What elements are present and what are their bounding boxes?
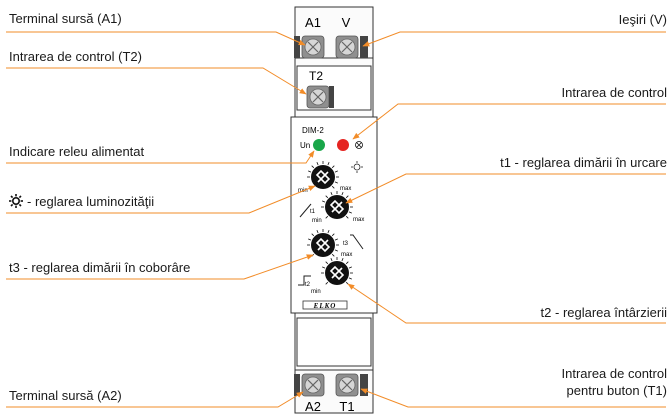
terminal-a1 [294, 35, 325, 59]
leader-outputs [362, 31, 666, 47]
lamp-icon [355, 141, 363, 149]
terminal-v [335, 35, 368, 59]
label-t1: t1 - reglarea dimării în urcare [500, 155, 667, 170]
terminal-a1-label: A1 [305, 15, 321, 30]
label-supply-indicator: Indicare releu alimentat [9, 144, 145, 159]
label-terminal-a1: Terminal sursă (A1) [9, 11, 122, 26]
leader-control [352, 103, 666, 140]
svg-text:ELKO: ELKO [313, 302, 337, 310]
ramp-down-icon [350, 234, 364, 250]
leader-t2 [6, 67, 307, 95]
sun-icon [9, 194, 23, 208]
brand-logo: ELKO [302, 300, 348, 310]
knob4-label: t2 [305, 282, 311, 288]
red-led [337, 139, 349, 151]
un-label: Un [300, 141, 310, 150]
label-brightness: - reglarea luminozităţii [27, 194, 155, 209]
knob1-max: max [340, 186, 351, 192]
label-brightness-row: - reglarea luminozităţii [9, 194, 154, 209]
terminal-t2-label: T2 [309, 69, 323, 83]
label-control-t2: Intrarea de control (T2) [9, 49, 142, 64]
leader-t1 [345, 173, 666, 204]
knob3-max: max [341, 252, 352, 258]
leader-t2-delay [347, 283, 666, 324]
leader-a2 [6, 391, 304, 408]
terminal-a2-label: A2 [305, 399, 321, 414]
terminal-a2 [294, 373, 325, 397]
leader-supply [6, 150, 315, 164]
leader-button [360, 388, 666, 408]
label-terminal-a2: Terminal sursă (A2) [9, 388, 122, 403]
leader-lines [6, 31, 666, 408]
terminal-t2 [306, 85, 334, 109]
leader-brightness [6, 185, 316, 214]
label-t2: t2 - reglarea întârzierii [540, 305, 667, 320]
terminal-v-label: V [342, 15, 351, 30]
green-led [313, 139, 325, 151]
terminal-t1-label: T1 [339, 399, 354, 414]
ramp-up-icon [299, 203, 312, 218]
label-outputs: Ieşiri (V) [618, 12, 667, 27]
label-button-input-2: pentru buton (T1) [566, 383, 667, 398]
label-button-input-1: Intrarea de control [561, 366, 667, 381]
knob3-label: t3 [343, 241, 349, 247]
knob4-min: min [311, 289, 321, 295]
leader-t3 [6, 254, 314, 280]
leader-a1 [6, 31, 306, 46]
sun-small-icon [351, 161, 363, 173]
delay-icon [298, 275, 311, 286]
model-label: DIM-2 [302, 126, 324, 135]
knob2-min: min [312, 218, 322, 224]
knob2-max: max [353, 217, 364, 223]
knob2-label: t1 [310, 209, 316, 215]
terminal-t1 [335, 373, 368, 397]
label-t3: t3 - reglarea dimării în coborâre [9, 260, 191, 275]
label-control-input: Intrarea de control [561, 85, 667, 100]
